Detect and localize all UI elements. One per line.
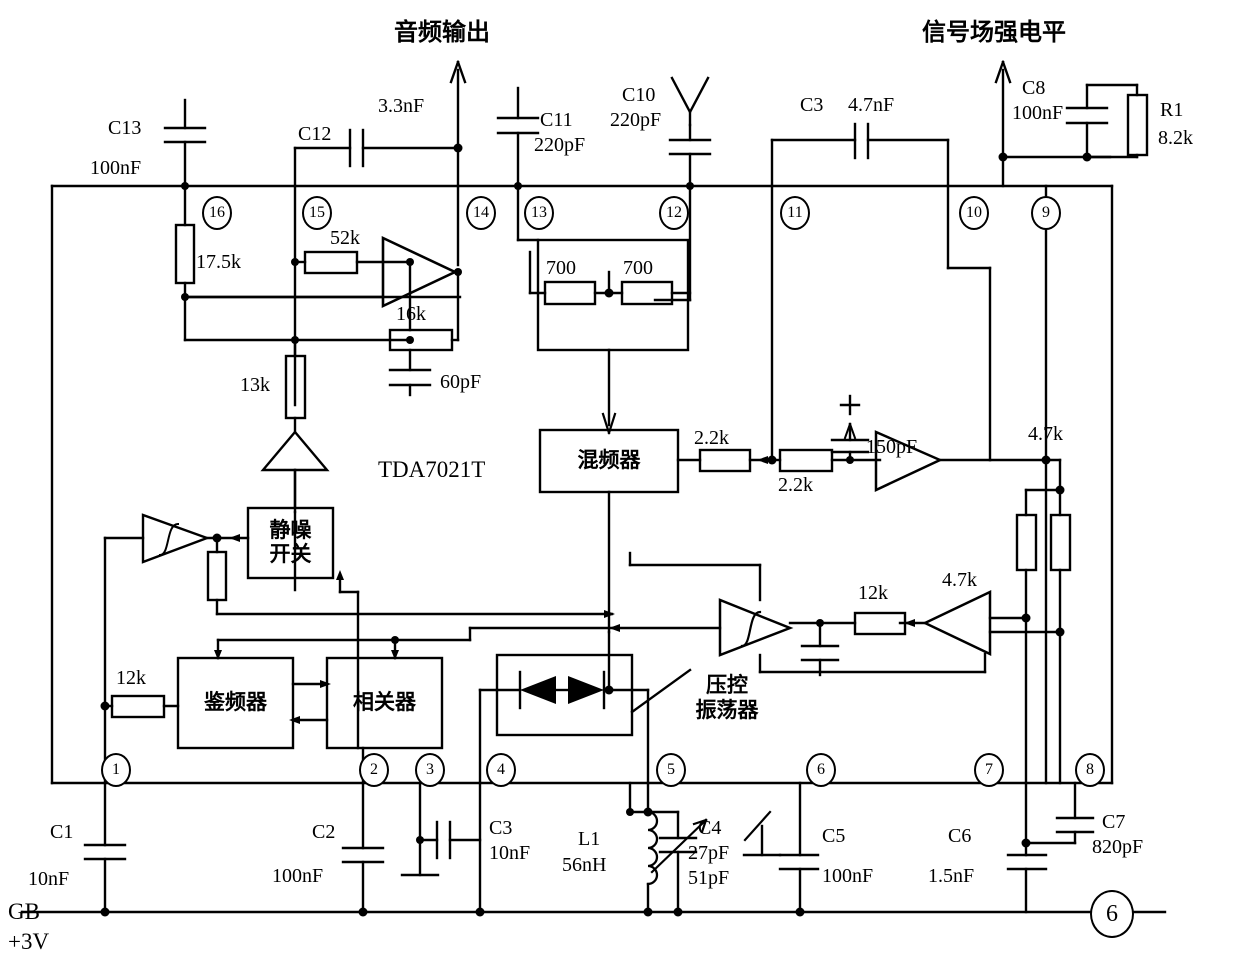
c13-ref: C13 [108, 117, 142, 139]
r1-value: 8.2k [1158, 127, 1193, 149]
discriminator-block-label: 鉴频器 [204, 690, 267, 715]
c8-value: 100nF [1012, 102, 1064, 124]
pin-5: 5 [656, 753, 686, 787]
c3-ref: C3 [489, 817, 513, 839]
pin-16: 16 [202, 196, 232, 230]
c5-value: 100nF [822, 865, 874, 887]
pin-15: 15 [302, 196, 332, 230]
mixer-block-label: 混频器 [577, 448, 641, 473]
pin-13: 13 [524, 196, 554, 230]
pin-6: 6 [806, 753, 836, 787]
r-17k5-value: 17.5k [196, 251, 241, 273]
power-source-label: GB [8, 899, 40, 924]
r-13k-value: 13k [240, 374, 270, 396]
c12-value: 3.3nF [378, 95, 425, 117]
squelch-block-label: 静噪开关 [269, 518, 312, 566]
c6-ref: C6 [948, 825, 972, 847]
pin-4: 4 [486, 753, 516, 787]
l1-value: 56nH [562, 854, 607, 876]
power-voltage-label: +3V [8, 929, 50, 954]
pin-9: 9 [1031, 196, 1061, 230]
correlator-block-label: 相关器 [353, 690, 416, 715]
r-2k2-a-value: 2.2k [694, 427, 729, 449]
c12-ref: C12 [298, 123, 332, 145]
c2-ref: C2 [312, 821, 336, 843]
r-12k-left-value: 12k [116, 667, 146, 689]
audio-output-label: 音频输出 [394, 18, 490, 46]
pin-12: 12 [659, 196, 689, 230]
c4-ref: C4 [698, 817, 722, 839]
c13-value: 100nF [90, 157, 142, 179]
c3top-value: 4.7nF [848, 94, 895, 116]
pin-11: 11 [780, 196, 810, 230]
pin-2: 2 [359, 753, 389, 787]
c5-ref: C5 [822, 825, 846, 847]
c7-value: 820pF [1092, 836, 1144, 858]
c3-value: 10nF [489, 842, 531, 864]
signal-strength-label: 信号场强电平 [922, 18, 1066, 46]
r-52k-value: 52k [330, 227, 360, 249]
pin-3: 3 [415, 753, 445, 787]
c3top-ref: C3 [800, 94, 824, 116]
c7-ref: C7 [1102, 811, 1126, 833]
figure-number: 6 [1090, 890, 1134, 938]
c10-value: 220pF [610, 109, 662, 131]
pin-14: 14 [466, 196, 496, 230]
c11-value: 220pF [534, 134, 586, 156]
c1-value: 10nF [28, 868, 70, 890]
c8-ref: C8 [1022, 77, 1046, 99]
r-700-a-value: 700 [546, 257, 576, 279]
c4-value2: 51pF [688, 867, 730, 889]
pin-1: 1 [101, 753, 131, 787]
r-700-b-value: 700 [623, 257, 653, 279]
c4-value1: 27pF [688, 842, 730, 864]
c6-value: 1.5nF [928, 865, 975, 887]
r-4k7-amp-value: 4.7k [942, 569, 977, 591]
pin-8: 8 [1075, 753, 1105, 787]
c-60pf-value: 60pF [440, 371, 482, 393]
r-12k-right-value: 12k [858, 582, 888, 604]
r-16k-value: 16k [396, 303, 426, 325]
vco-block-label: 压控振荡器 [695, 673, 759, 722]
c1-ref: C1 [50, 821, 74, 843]
c10-ref: C10 [622, 84, 656, 106]
c2-value: 100nF [272, 865, 324, 887]
pin-7: 7 [974, 753, 1004, 787]
c-150pf-value: 150pF [866, 436, 918, 458]
l1-ref: L1 [578, 828, 601, 850]
device-label: TDA7021T [378, 457, 486, 482]
r-2k2-b-value: 2.2k [778, 474, 813, 496]
r-4k7-top-value: 4.7k [1028, 423, 1063, 445]
c11-ref: C11 [540, 109, 573, 131]
r1-ref: R1 [1160, 99, 1184, 121]
pin-10: 10 [959, 196, 989, 230]
